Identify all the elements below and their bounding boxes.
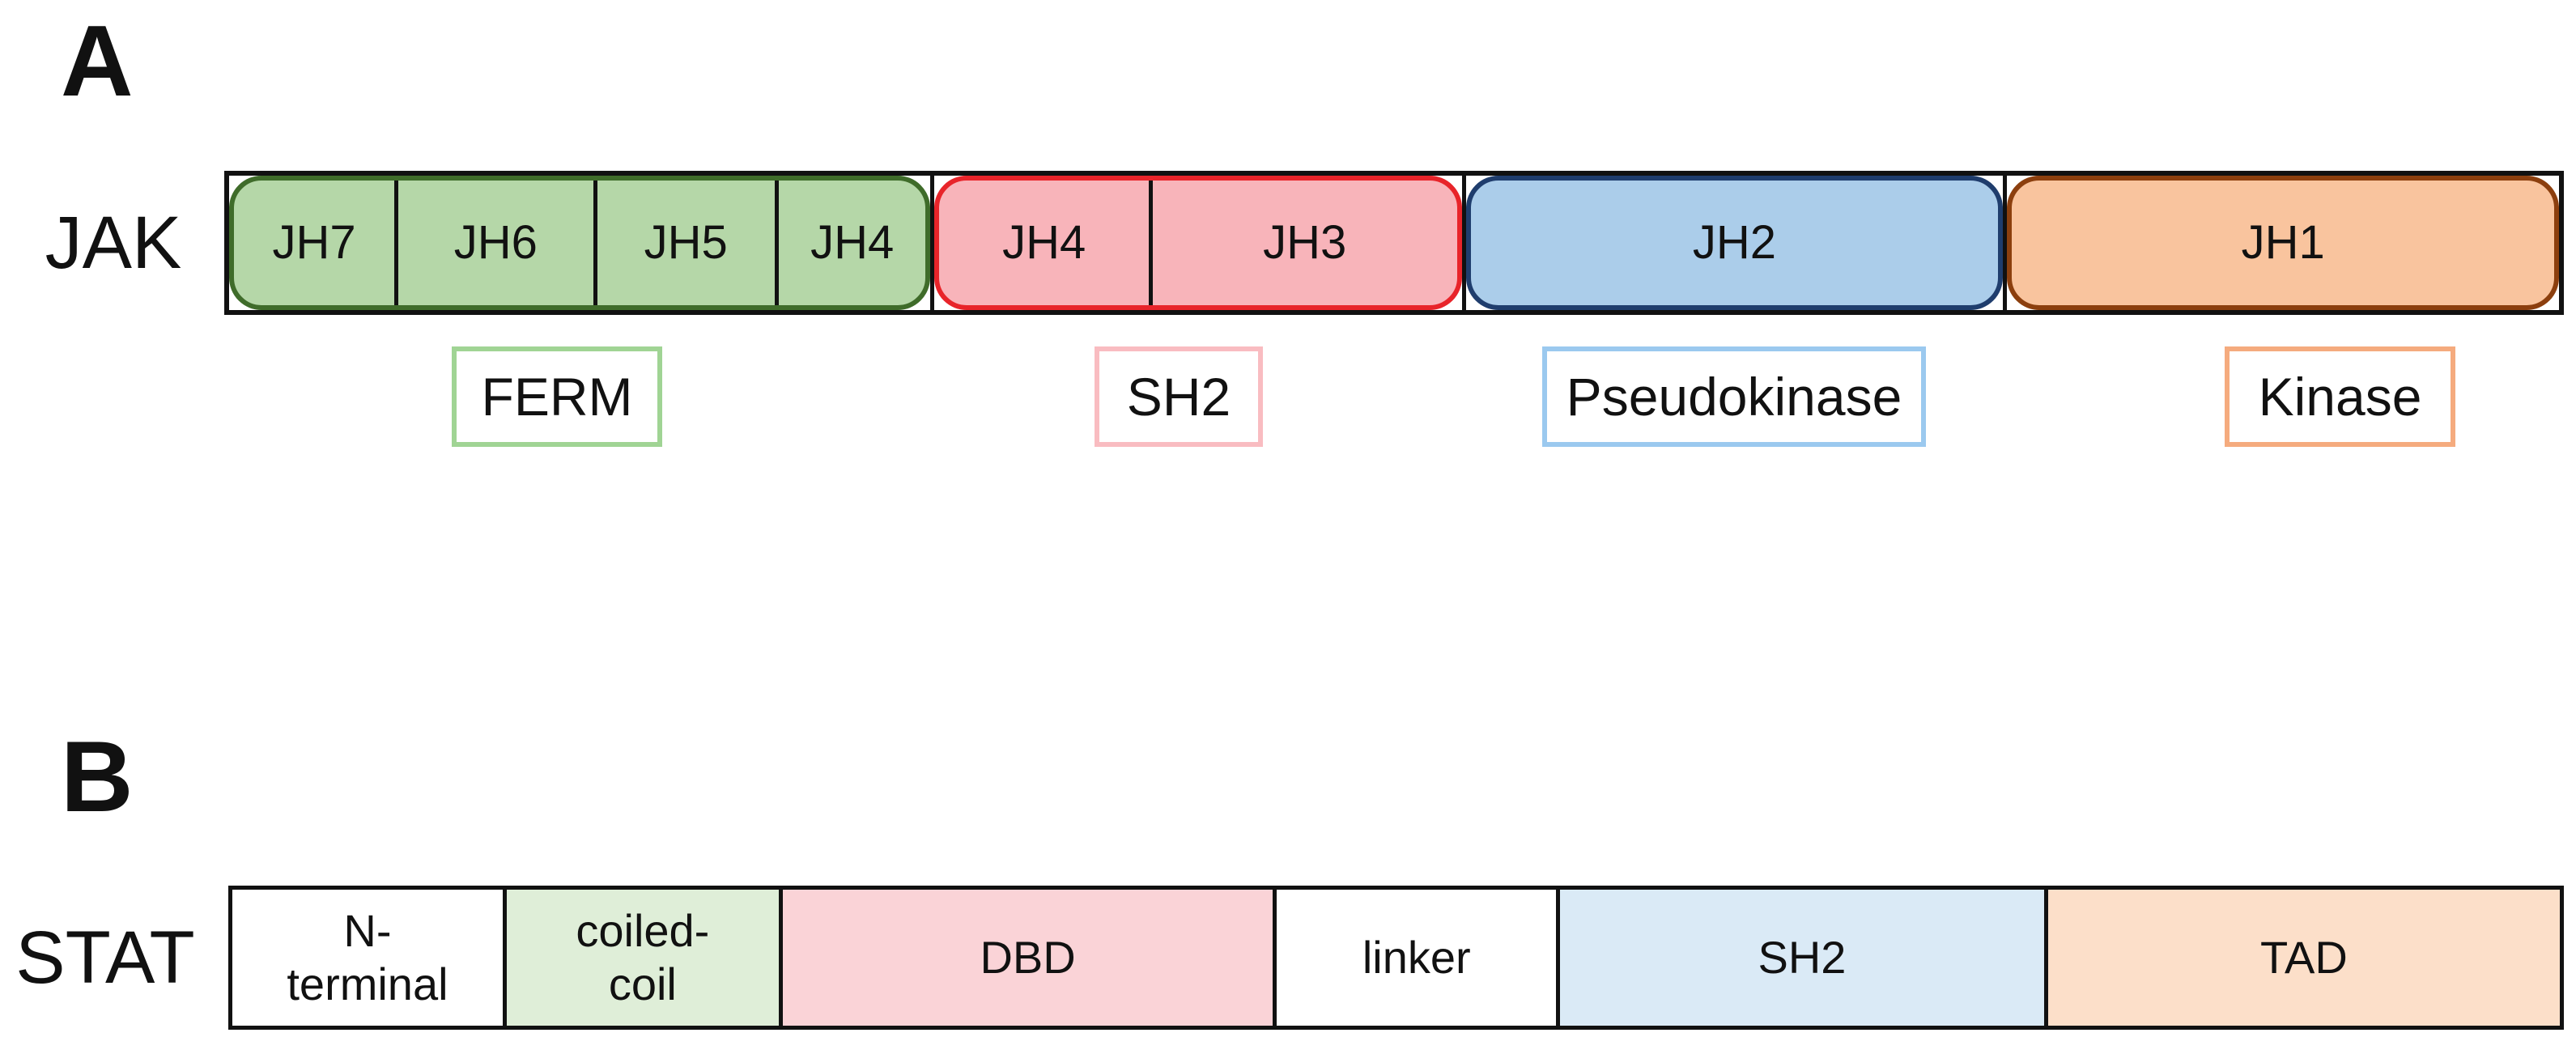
jak-segment-jh3: JH3 xyxy=(1263,216,1347,269)
stat-segment-coiled-coil-line1: coiled- xyxy=(576,904,710,956)
domain-label-kinase: Kinase xyxy=(2225,346,2455,447)
stat-segment-n-terminal-line2: terminal xyxy=(287,958,448,1009)
domain-label-ferm: FERM xyxy=(452,346,662,447)
jak-ferm-region: JH7 JH6 JH5 JH4 xyxy=(229,176,931,310)
domain-label-sh2: SH2 xyxy=(1095,346,1263,447)
stat-segment-sh2: SH2 xyxy=(1560,890,2048,1026)
stat-segment-coiled-coil-line2: coil xyxy=(608,958,677,1009)
stat-segment-coiled-coil: coiled- coil xyxy=(506,890,783,1026)
jak-sh2-region: JH4 JH3 xyxy=(934,176,1462,310)
stat-row-label: STAT xyxy=(15,916,195,999)
region-divider xyxy=(930,176,935,310)
panel-a-label: A xyxy=(61,6,134,117)
jak-segment-jh6: JH6 xyxy=(398,181,597,305)
stat-segment-n-terminal: N- terminal xyxy=(232,890,507,1026)
jak-segment-jh4-sh2: JH4 xyxy=(939,181,1153,305)
panel-b-label: B xyxy=(61,721,134,833)
stat-domain-bar: N- terminal coiled- coil DBD linker SH2 … xyxy=(228,886,2564,1030)
jak-kinase-region: JH1 xyxy=(2007,176,2560,310)
jak-segment-jh2: JH2 xyxy=(1692,216,1777,269)
region-divider xyxy=(2003,176,2008,310)
jak-segment-jh5: JH5 xyxy=(597,181,779,305)
jak-segment-jh4-ferm: JH4 xyxy=(810,216,895,269)
jak-row-label: JAK xyxy=(45,202,182,284)
jak-domain-bar: JH7 JH6 JH5 JH4 JH4 JH3 JH2 JH1 xyxy=(224,171,2564,315)
stat-segment-dbd: DBD xyxy=(782,890,1277,1026)
region-divider xyxy=(1461,176,1466,310)
stat-segment-tad: TAD xyxy=(2047,890,2560,1026)
stat-segment-n-terminal-line1: N- xyxy=(343,904,392,956)
jak-segment-jh7: JH7 xyxy=(234,181,399,305)
domain-label-pseudokinase: Pseudokinase xyxy=(1542,346,1926,447)
jak-pseudokinase-region: JH2 xyxy=(1465,176,2004,310)
stat-segment-linker: linker xyxy=(1277,890,1561,1026)
jak-segment-jh1: JH1 xyxy=(2241,216,2325,269)
